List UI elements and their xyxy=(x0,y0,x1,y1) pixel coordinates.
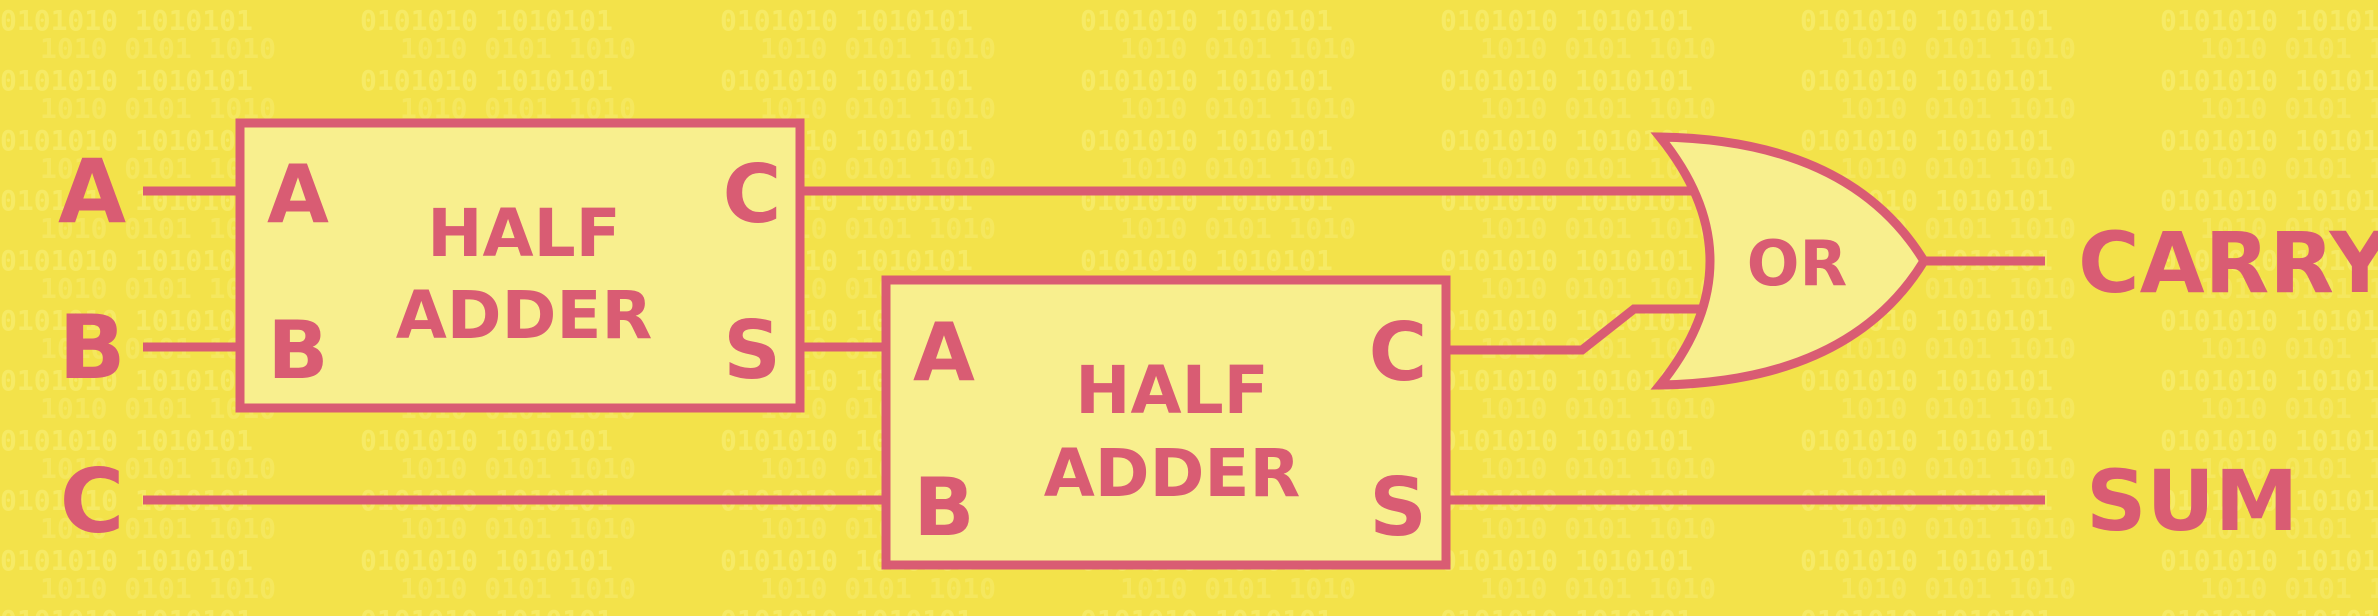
half-adder-2-box xyxy=(881,275,1451,570)
input-label-a: A xyxy=(58,140,126,243)
or-gate-label: OR xyxy=(1747,227,1847,300)
ha1-port-s: S xyxy=(723,304,781,397)
output-label-carry: CARRY xyxy=(2078,214,2378,312)
half-adder-1-box xyxy=(235,118,805,413)
ha1-port-c: C xyxy=(723,148,782,241)
ha2-title-line1: HALF xyxy=(1075,352,1268,429)
or-gate-shape xyxy=(1650,132,1930,390)
ha2-port-s: S xyxy=(1369,461,1427,554)
output-label-sum: SUM xyxy=(2086,452,2298,550)
ha2-port-b: B xyxy=(914,461,975,554)
input-label-b: B xyxy=(58,296,125,399)
ha2-port-a: A xyxy=(913,306,975,399)
wires xyxy=(143,186,2045,505)
input-label-c: C xyxy=(60,450,125,553)
ha1-port-a: A xyxy=(267,148,329,241)
ha1-title-line2: ADDER xyxy=(396,277,653,354)
wire-ha2-carry xyxy=(1446,304,1718,355)
ha1-title-line1: HALF xyxy=(427,195,620,272)
ha1-port-b: B xyxy=(268,304,329,397)
ha2-title-line2: ADDER xyxy=(1044,435,1301,512)
ha2-port-c: C xyxy=(1369,306,1428,399)
